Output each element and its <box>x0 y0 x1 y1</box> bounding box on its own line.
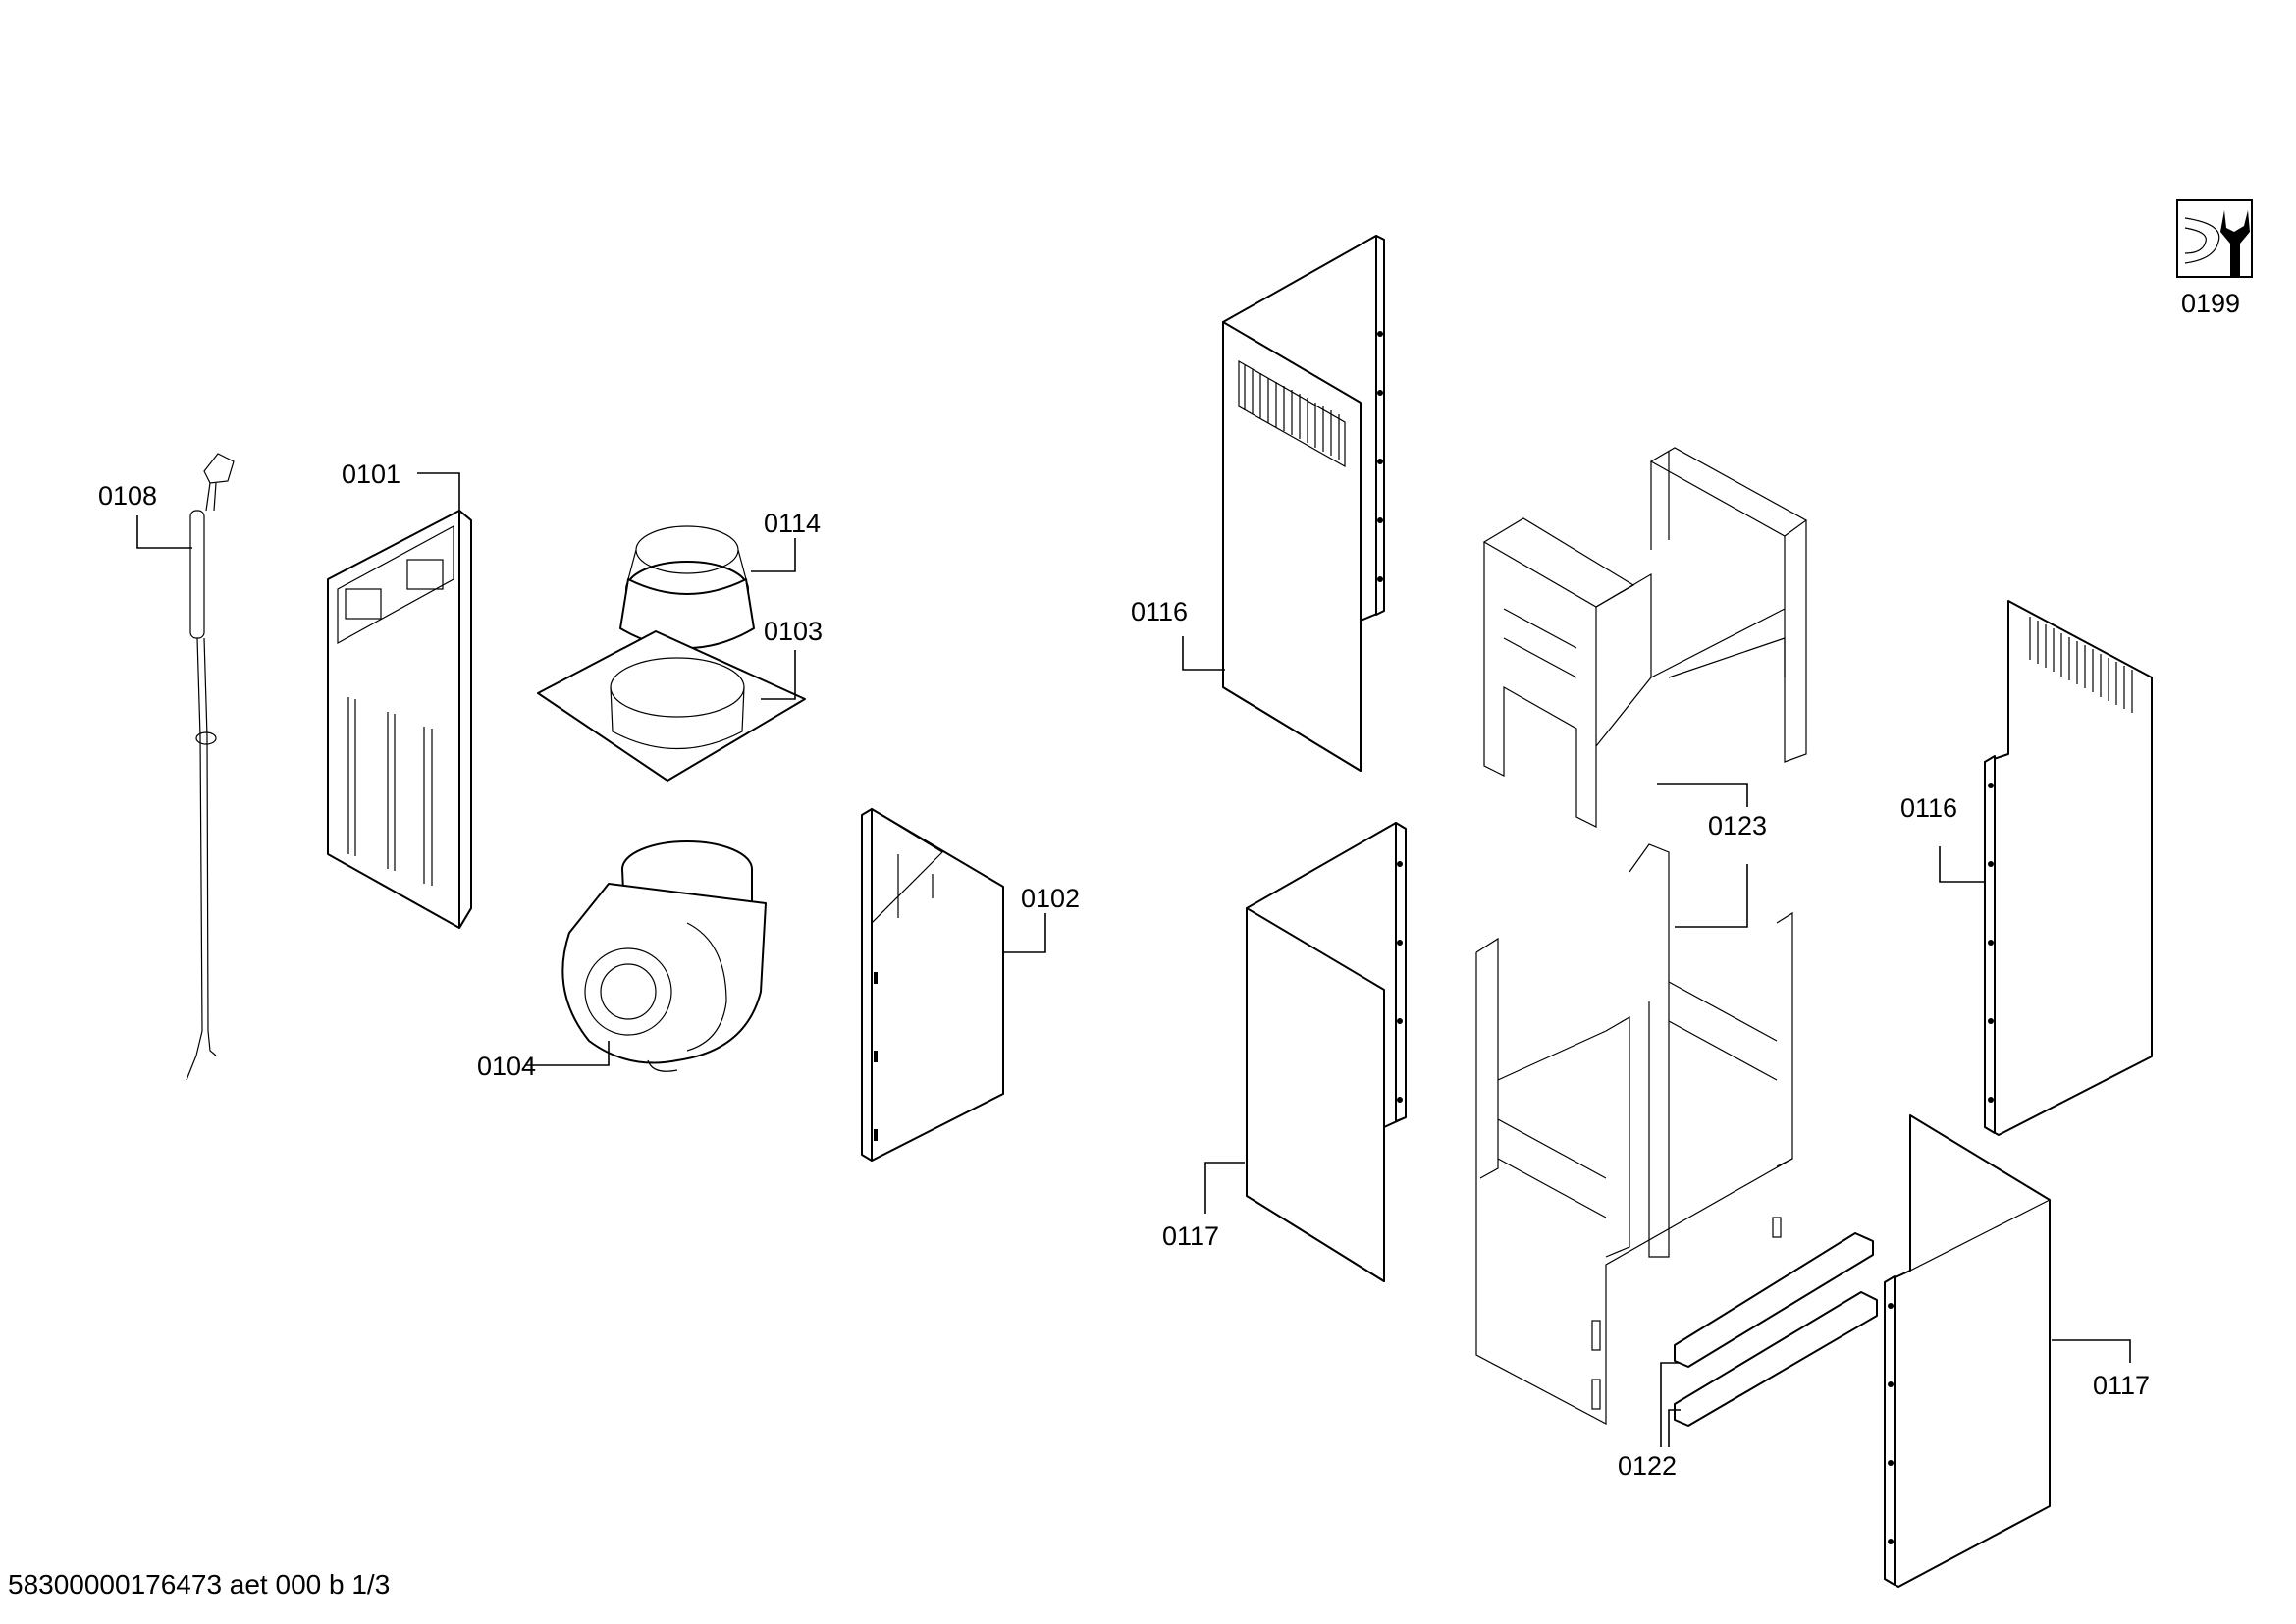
part-0108-power-cord <box>186 453 235 1081</box>
label-0108: 0108 <box>98 481 157 511</box>
part-0104-blower-motor <box>561 840 767 1072</box>
part-0123-upper-frame <box>1482 447 1808 828</box>
label-0117b: 0117 <box>2093 1371 2150 1400</box>
label-0101: 0101 <box>342 460 400 489</box>
label-0199: 0199 <box>2181 289 2240 318</box>
part-0101-back-panel <box>327 510 472 929</box>
label-0117a: 0117 <box>1162 1221 1219 1251</box>
part-0116-upper-chimney-left <box>1222 235 1385 772</box>
part-0116-upper-chimney-right <box>1984 600 2153 1136</box>
part-0103-mounting-plate <box>537 630 806 782</box>
label-0114: 0114 <box>764 509 821 538</box>
label-0116b: 0116 <box>1900 793 1957 823</box>
document-footer-id: 58300000176473 aet 000 b 1/3 <box>8 1569 391 1599</box>
part-0114-flange-ring <box>619 525 755 649</box>
part-0122-skirting-strips <box>1674 1232 1878 1427</box>
label-0102: 0102 <box>1021 884 1080 913</box>
label-0116a: 0116 <box>1131 597 1188 626</box>
part-0117-lower-chimney-left <box>1246 822 1407 1282</box>
wrench-service-icon <box>2176 199 2253 278</box>
label-0104: 0104 <box>477 1052 536 1081</box>
label-0122: 0122 <box>1618 1451 1677 1481</box>
label-0103: 0103 <box>764 617 823 646</box>
part-0102-front-panel <box>861 807 1004 1162</box>
label-0123: 0123 <box>1708 811 1767 840</box>
part-0117-lower-chimney-right <box>1884 1113 2052 1588</box>
part-0123-lower-frame <box>1475 843 1793 1425</box>
